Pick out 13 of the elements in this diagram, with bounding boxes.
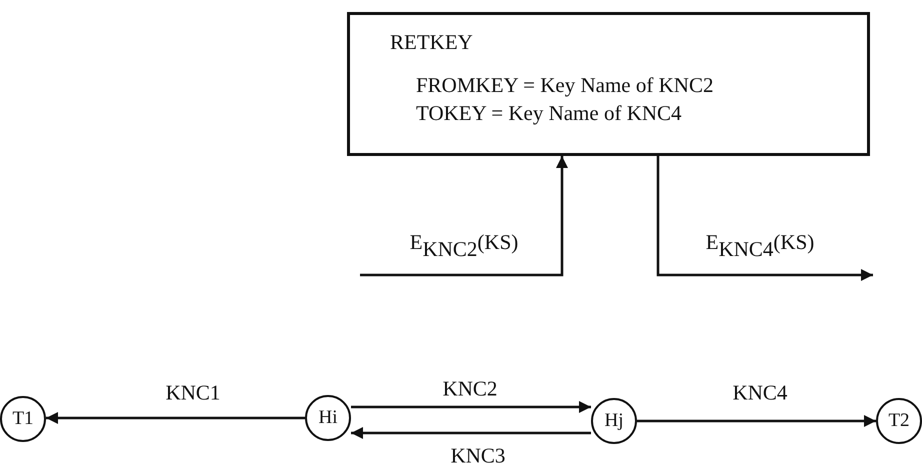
assignment-text: TOKEY = Key Name of KNC4 xyxy=(416,100,683,127)
arrow xyxy=(46,412,305,424)
box-heading: RETKEY xyxy=(390,29,474,56)
arrow xyxy=(637,415,876,427)
arrow xyxy=(360,156,568,276)
node-circle: T1 xyxy=(0,396,46,442)
node-circle: Hj xyxy=(591,398,637,444)
arrow xyxy=(656,156,873,281)
arrow xyxy=(351,401,591,413)
node-circle: Hi xyxy=(305,395,351,441)
node-circle: T2 xyxy=(876,398,922,444)
process-box xyxy=(347,12,870,156)
assignment-text: FROMKEY = Key Name of KNC2 xyxy=(416,72,714,100)
